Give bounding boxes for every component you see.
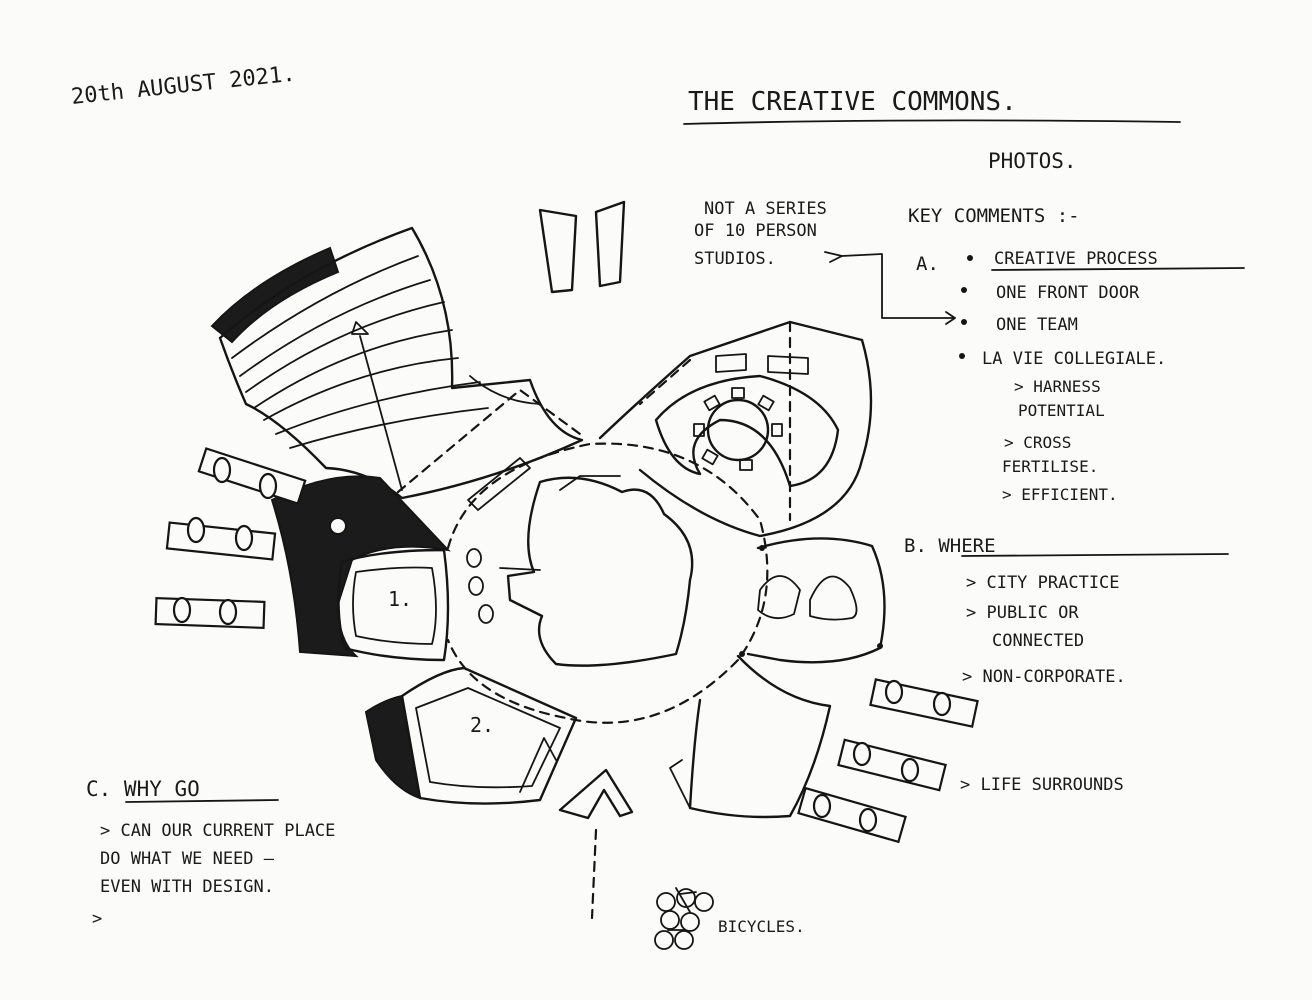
room-2-inner xyxy=(415,687,561,789)
floor-plan: 1. 2. xyxy=(154,200,979,950)
entry-arrow-icon xyxy=(558,768,634,820)
lounge-seat xyxy=(757,575,801,620)
lower-wing-fold xyxy=(669,759,691,809)
section-a-item-front-door: ONE FRONT DOOR xyxy=(996,283,1140,303)
bullet-dot xyxy=(961,319,967,325)
desks xyxy=(715,353,809,375)
bleacher-steps xyxy=(231,255,489,449)
bullet-dot xyxy=(967,255,973,261)
round-table xyxy=(706,398,770,462)
central-hub-ring xyxy=(446,442,769,724)
creative-process-underline xyxy=(991,267,1245,271)
bleacher-wing xyxy=(218,226,584,500)
central-object xyxy=(506,476,694,667)
bicycles-label: BICYCLES. xyxy=(718,917,805,936)
lounge-seat xyxy=(809,575,858,621)
meeting-wing xyxy=(598,320,873,538)
entry-path xyxy=(590,828,598,920)
room-2-fold xyxy=(519,737,557,793)
key-comments-heading: KEY COMMENTS :- xyxy=(908,205,1080,227)
bullet-dot xyxy=(959,353,965,359)
section-a-sub-efficient: > EFFICIENT. xyxy=(1002,485,1118,504)
section-a-item-one-team: ONE TEAM xyxy=(996,315,1078,335)
title-underline xyxy=(683,119,1181,125)
lounge-pod xyxy=(746,537,886,664)
picnic-table-right-3 xyxy=(797,786,907,844)
section-a-sub-fertilise: FERTILISE. xyxy=(1002,457,1098,476)
room-2 xyxy=(400,666,578,805)
section-b-item-public: > PUBLIC OR xyxy=(966,603,1079,623)
poche-opening xyxy=(329,517,347,535)
meeting-room xyxy=(654,374,840,488)
column xyxy=(478,604,494,624)
side-note-line-3: STUDIOS. xyxy=(694,249,776,269)
column xyxy=(468,576,484,596)
section-a-item-la-vie: LA VIE COLLEGIALE. xyxy=(982,349,1166,369)
picnic-table-right-1 xyxy=(869,678,979,728)
section-c-item-1: > CAN OUR CURRENT PLACE xyxy=(100,821,335,841)
stage-dash xyxy=(396,388,582,494)
totem xyxy=(594,200,626,288)
picnic-table-right-2 xyxy=(837,738,947,792)
lower-wing xyxy=(688,654,832,819)
picnic-table-left-2 xyxy=(165,516,277,561)
chairs xyxy=(693,387,783,471)
stage-guides xyxy=(351,321,541,491)
column xyxy=(466,548,482,568)
section-c-heading: C. WHY GO xyxy=(86,777,200,801)
meeting-dash xyxy=(638,320,792,522)
side-note-line-2: OF 10 PERSON xyxy=(694,221,817,241)
picnic-table-left-3 xyxy=(154,596,266,630)
picnic-table-left-1 xyxy=(197,447,307,505)
section-c-underline xyxy=(125,799,279,803)
section-b-underline xyxy=(961,553,1229,557)
room-1-label: 1. xyxy=(388,587,412,611)
sketch-date: 20th AUGUST 2021. xyxy=(70,62,297,110)
section-b-life-surrounds: > LIFE SURROUNDS xyxy=(960,775,1124,795)
bullet-dot xyxy=(961,287,967,293)
section-b-item-city: > CITY PRACTICE xyxy=(966,573,1120,593)
photos-label: PHOTOS. xyxy=(988,149,1077,173)
section-a-item-creative-process: CREATIVE PROCESS xyxy=(994,249,1158,269)
sketch-title: THE CREATIVE COMMONS. xyxy=(688,87,1017,117)
section-c-item-4: > xyxy=(92,909,102,929)
section-c-item-3: EVEN WITH DESIGN. xyxy=(100,877,274,897)
section-a-sub-harness: > HARNESS xyxy=(1014,377,1101,396)
section-a-sub-cross: > CROSS xyxy=(1004,433,1071,452)
room-2-label: 2. xyxy=(470,713,494,737)
bench xyxy=(467,457,531,511)
section-b-item-connected: CONNECTED xyxy=(992,631,1084,651)
bicycles-icon xyxy=(654,887,714,950)
side-note-arrow xyxy=(824,251,956,325)
totem xyxy=(538,208,578,294)
room-1 xyxy=(337,548,450,662)
section-b-heading: B. WHERE xyxy=(904,535,996,557)
central-object-detail xyxy=(499,475,621,571)
side-note-line-1: NOT A SERIES xyxy=(704,199,827,219)
section-c-item-2: DO WHAT WE NEED — xyxy=(100,849,275,869)
section-b-item-non-corporate: > NON-CORPORATE. xyxy=(962,667,1126,687)
section-a-letter: A. xyxy=(916,253,939,275)
room-1-inner xyxy=(352,566,437,645)
section-a-sub-potential: POTENTIAL xyxy=(1018,401,1105,420)
